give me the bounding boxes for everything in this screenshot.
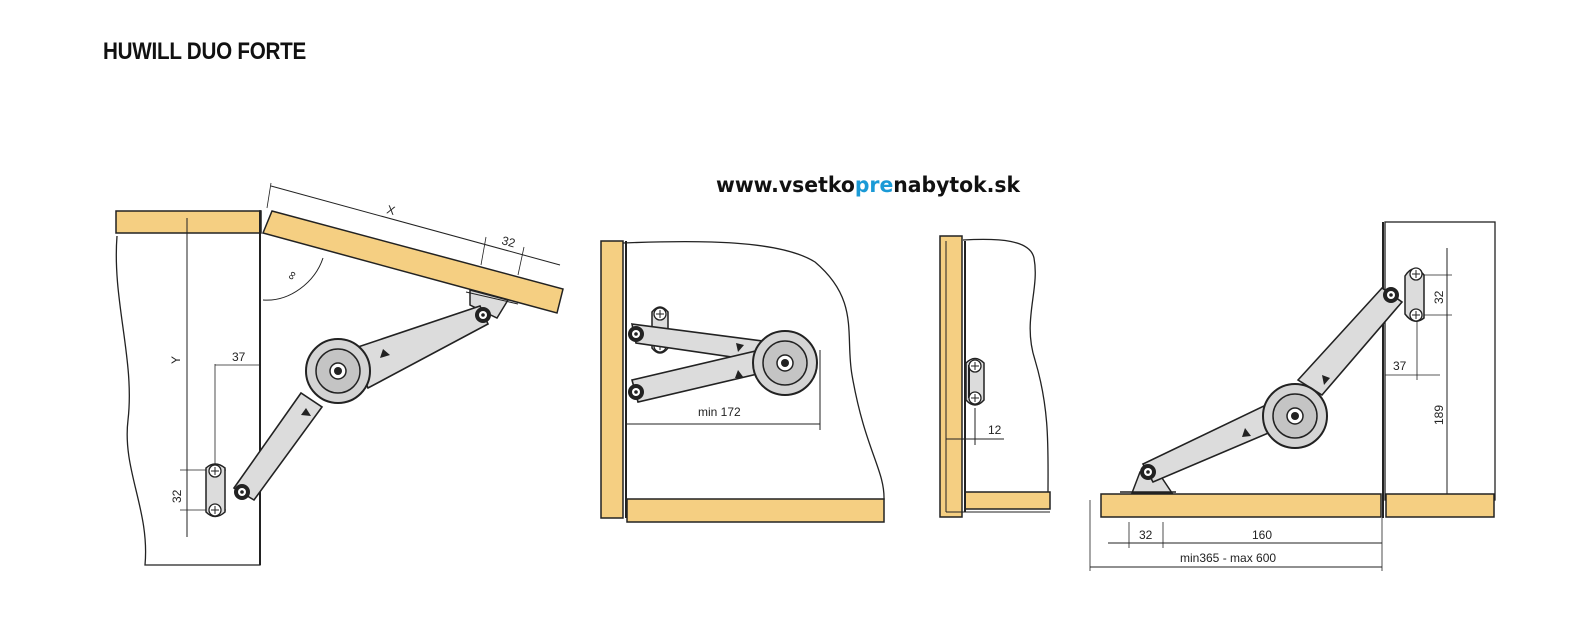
upper-arm (1296, 286, 1404, 397)
dim-min172-label: min 172 (698, 405, 741, 419)
dim-x-label: X (385, 202, 396, 218)
bottom-board (626, 498, 885, 523)
website-url-highlight: pre (854, 173, 894, 197)
dim-189-label: 189 (1432, 405, 1446, 425)
wall-outline (622, 240, 885, 501)
dim-32-bottom-label: 32 (170, 489, 184, 503)
page-title: HUWILL DUO FORTE (103, 38, 307, 65)
bottom-board-right (1385, 493, 1495, 518)
dim-37-label: 37 (1393, 359, 1407, 373)
wall-mount-plate (205, 463, 226, 518)
opening-angle-label: ∞ (283, 268, 299, 282)
dim-32-top-label: 32 (500, 233, 517, 250)
bottom-board (964, 491, 1051, 510)
website-url-suffix: nabytok.sk (893, 173, 1021, 197)
figure-1-lid-open: X 32 ∞ Y 32 37 (115, 182, 564, 566)
front-panel (600, 240, 624, 519)
lower-arm (631, 349, 767, 403)
figure-3-side-view: 12 (939, 235, 1051, 518)
bottom-board-left (1100, 493, 1382, 518)
dim-12-label: 12 (988, 423, 1002, 437)
cabinet-side-outline (115, 210, 261, 566)
front-panel (939, 235, 963, 518)
dim-32-right-label: 32 (1432, 290, 1446, 304)
website-url-prefix: www.vsetko (716, 173, 855, 197)
figure-2-lid-closed: min 172 (600, 240, 885, 523)
lid-board (261, 210, 564, 314)
dim-160-label: 160 (1252, 528, 1272, 542)
cabinet-top-board (115, 210, 262, 234)
opening-angle-arc (262, 257, 324, 301)
website-url: www.vsetkoprenabytok.sk (716, 173, 1020, 197)
upper-arm (350, 305, 490, 390)
lower-arm (232, 391, 324, 502)
figure-4-installation-dimensions: 32 189 37 32 160 min365 - max 600 (1089, 221, 1496, 571)
dim-y-label: Y (169, 356, 183, 364)
wall-outline (962, 238, 1049, 496)
dim-32-bottom-label: 32 (1139, 528, 1153, 542)
dim-total-label: min365 - max 600 (1180, 551, 1276, 565)
lid-mount-plate (469, 289, 510, 319)
lower-arm (1141, 402, 1282, 484)
dim-37-label: 37 (232, 350, 246, 364)
